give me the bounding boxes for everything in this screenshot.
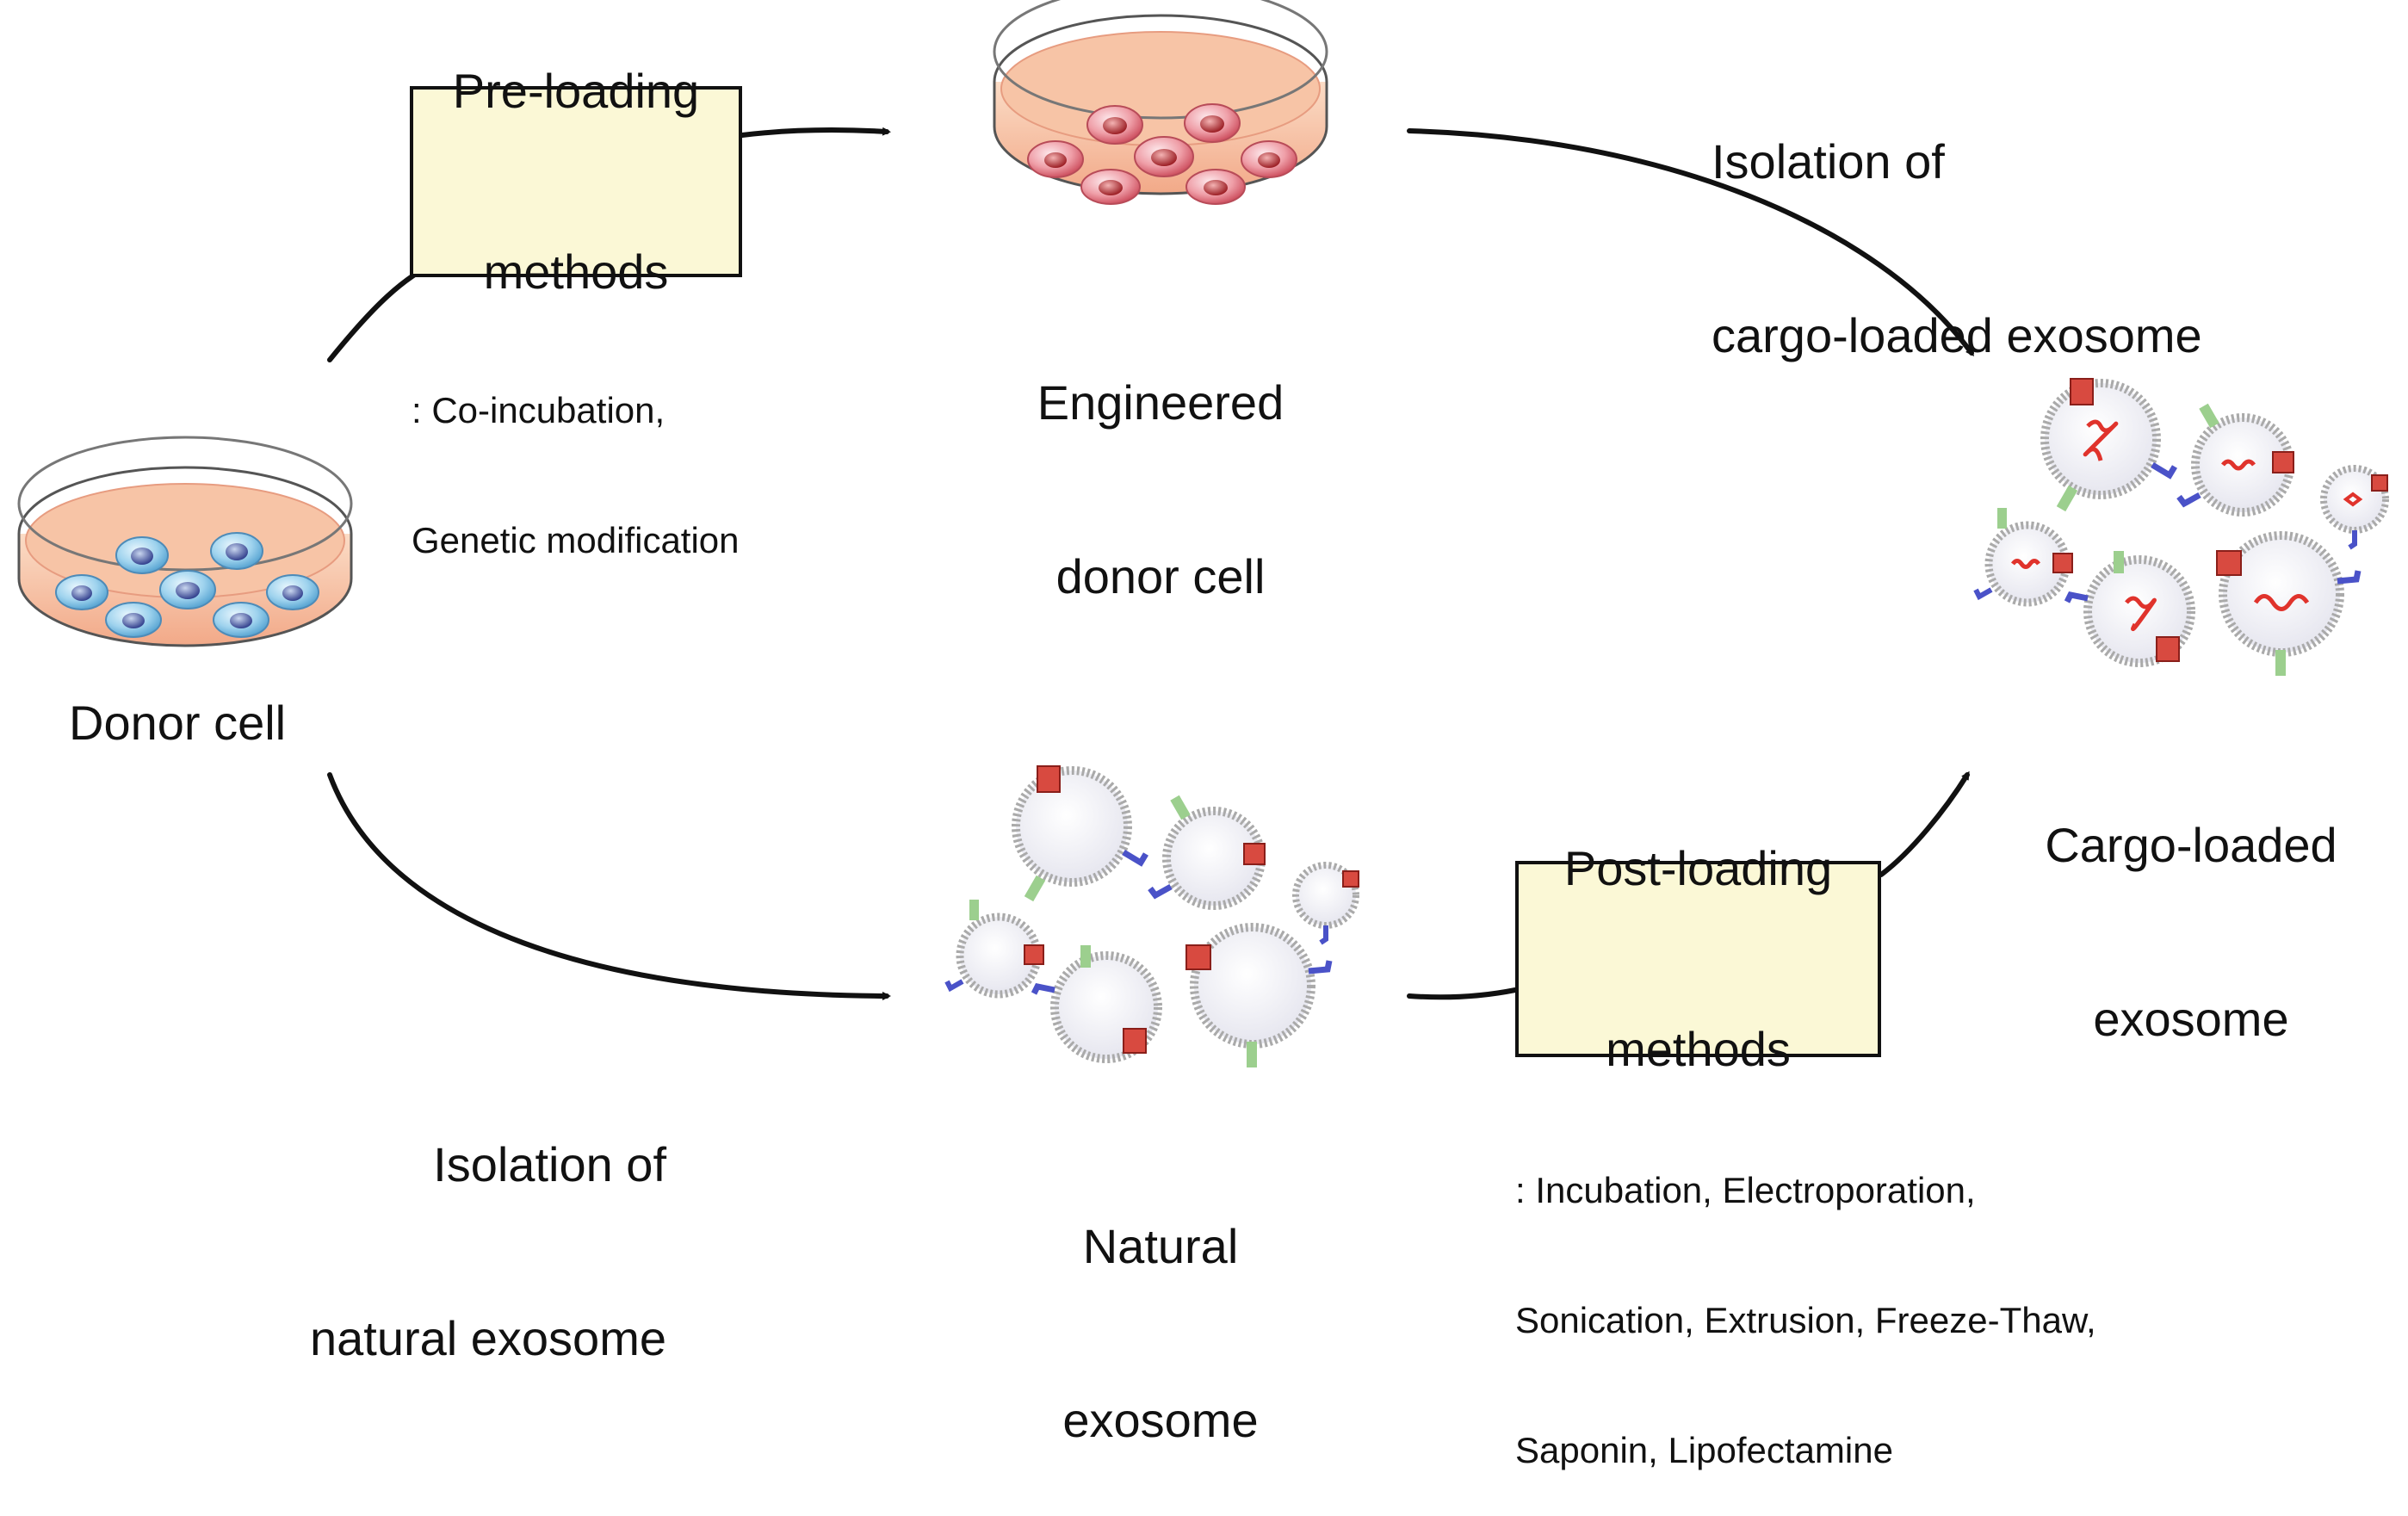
exosome-icon [1185,923,1333,1067]
exosome-icon [1012,765,1149,902]
exosome-icon [1031,945,1162,1063]
isolation-cargo-label: Isolation of cargo-loaded exosome [1712,17,2202,422]
exosome-icon [2320,465,2389,550]
natural-exosome-cluster-icon [944,765,1359,1067]
donor-cell-label: Donor cell [69,696,287,750]
isolation-natural-line1: Isolation of [433,1137,666,1192]
pre-loading-detail-line1: : Co-incubation, [412,389,665,430]
exosome-icon [2216,531,2362,676]
engineered-cell-label-line1: Engineered [1037,375,1284,430]
engineered-cell-dish-icon [993,0,1328,205]
arrow-donor-to-natural [327,772,891,1000]
exosome-icon [2176,403,2294,517]
pre-loading-methods-box: Pre-loading methods [410,64,742,299]
natural-exosome-label-line2: exosome [1062,1392,1259,1447]
exosome-loading-diagram [17,0,2389,1067]
cargo-exosome-label-line1: Cargo-loaded [2045,818,2337,873]
exosome-icon [1148,795,1266,910]
pre-loading-detail-line2: Genetic modification [412,519,740,560]
post-loading-detail-line1: : Incubation, Electroporation, [1515,1169,1976,1210]
exosome-icon [944,900,1044,999]
isolation-cargo-line1: Isolation of [1712,134,1945,189]
natural-exosome-label: Natural exosome [988,1102,1333,1507]
arrow-engineered-to-cargo [1407,128,1974,357]
post-loading-detail-line3: Saponin, Lipofectamine [1515,1430,1893,1471]
isolation-natural-label: Isolation of natural exosome [281,1020,666,1425]
exosome-icon [1292,862,1359,945]
arrow-natural-to-postloading [1407,987,1518,1000]
arrow-preloading-to-engineered [740,127,891,138]
isolation-cargo-line2: cargo-loaded exosome [1712,307,2202,362]
arrows [327,127,1974,1000]
cargo-exosome-label-line2: exosome [2093,991,2289,1046]
exosome-icon [2040,378,2178,512]
donor-cell-dish-icon [17,436,353,647]
arrow-postloading-to-cargo [1879,770,1970,877]
pre-loading-box-line2: methods [483,244,669,299]
post-loading-methods-detail: : Incubation, Electroporation, Sonicatio… [1515,1082,2096,1516]
pre-loading-box-line1: Pre-loading [452,64,700,118]
exosome-icon [2064,551,2195,667]
post-loading-box-line2: methods [1606,1022,1791,1076]
engineered-cell-label-line2: donor cell [1055,548,1266,603]
pre-loading-methods-detail: : Co-incubation, Genetic modification [412,302,740,606]
post-loading-methods-box: Post-loading methods [1515,841,1881,1076]
cargo-loaded-exosome-cluster-icon [1973,378,2389,676]
post-loading-detail-line2: Sonication, Extrusion, Freeze-Thaw, [1515,1299,2096,1340]
natural-exosome-label-line1: Natural [1082,1219,1239,1274]
cargo-exosome-label: Cargo-loaded exosome [2010,701,2372,1105]
exosome-icon [1973,508,2073,607]
engineered-cell-label: Engineered donor cell [988,258,1333,663]
isolation-natural-line2: natural exosome [309,1310,666,1365]
post-loading-box-line1: Post-loading [1563,841,1833,895]
